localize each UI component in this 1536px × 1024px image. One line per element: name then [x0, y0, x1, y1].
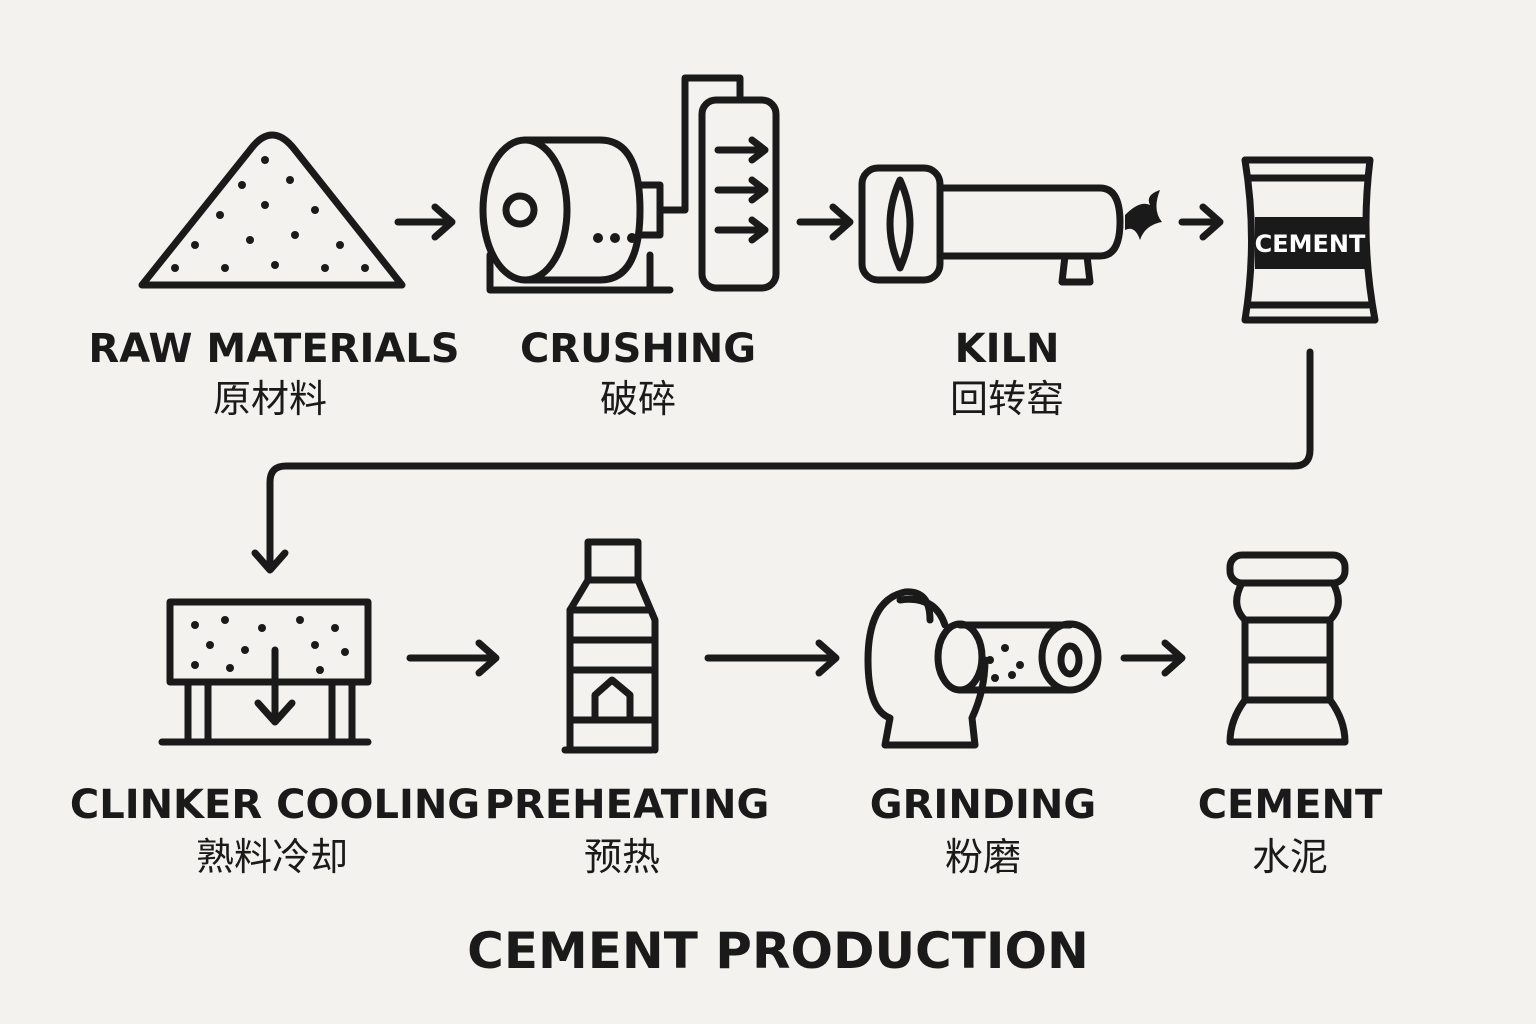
- step-label-clinker-cooling-zh: 熟料冷却: [196, 835, 348, 879]
- step-label-kiln: KILN: [955, 326, 1060, 372]
- step-label-cement-zh: 水泥: [1252, 835, 1328, 879]
- step-label-clinker-cooling: CLINKER COOLING: [70, 782, 480, 828]
- cooler-icon: [158, 598, 372, 746]
- connector-arrow-row1-to-row2: [251, 348, 1314, 574]
- step-label-crushing: CRUSHING: [520, 326, 756, 372]
- crusher-icon: [479, 74, 780, 294]
- arrow-crushing-to-kiln: [796, 203, 854, 241]
- step-label-crushing-zh: 破碎: [600, 377, 676, 421]
- arrow-kiln-to-bag: [1178, 203, 1224, 241]
- grinding-mill-icon: [864, 588, 1102, 749]
- bag-label: CEMENT: [1255, 230, 1366, 258]
- arrow-preheating-to-grinding: [704, 639, 840, 677]
- rotary-kiln-icon: [858, 164, 1162, 286]
- arrow-raw-to-crushing: [394, 203, 456, 241]
- cement-silo-icon: [1226, 551, 1349, 746]
- cement-bag-icon: CEMENT: [1241, 156, 1379, 324]
- preheater-tower-icon: [561, 538, 659, 754]
- step-label-grinding-zh: 粉磨: [945, 835, 1021, 879]
- step-label-kiln-zh: 回转窑: [950, 377, 1064, 421]
- step-label-preheating-zh: 预热: [584, 835, 660, 879]
- step-label-cement: CEMENT: [1198, 782, 1383, 828]
- step-label-raw-materials-zh: 原材料: [213, 377, 327, 421]
- arrow-cooling-to-preheating: [406, 639, 500, 677]
- step-label-grinding: GRINDING: [870, 782, 1096, 828]
- material-pile-icon: [138, 131, 406, 289]
- step-label-raw-materials: RAW MATERIALS: [88, 326, 459, 372]
- step-label-preheating: PREHEATING: [485, 782, 770, 828]
- arrow-grinding-to-cement: [1120, 639, 1186, 677]
- diagram-title: CEMENT PRODUCTION: [467, 922, 1089, 980]
